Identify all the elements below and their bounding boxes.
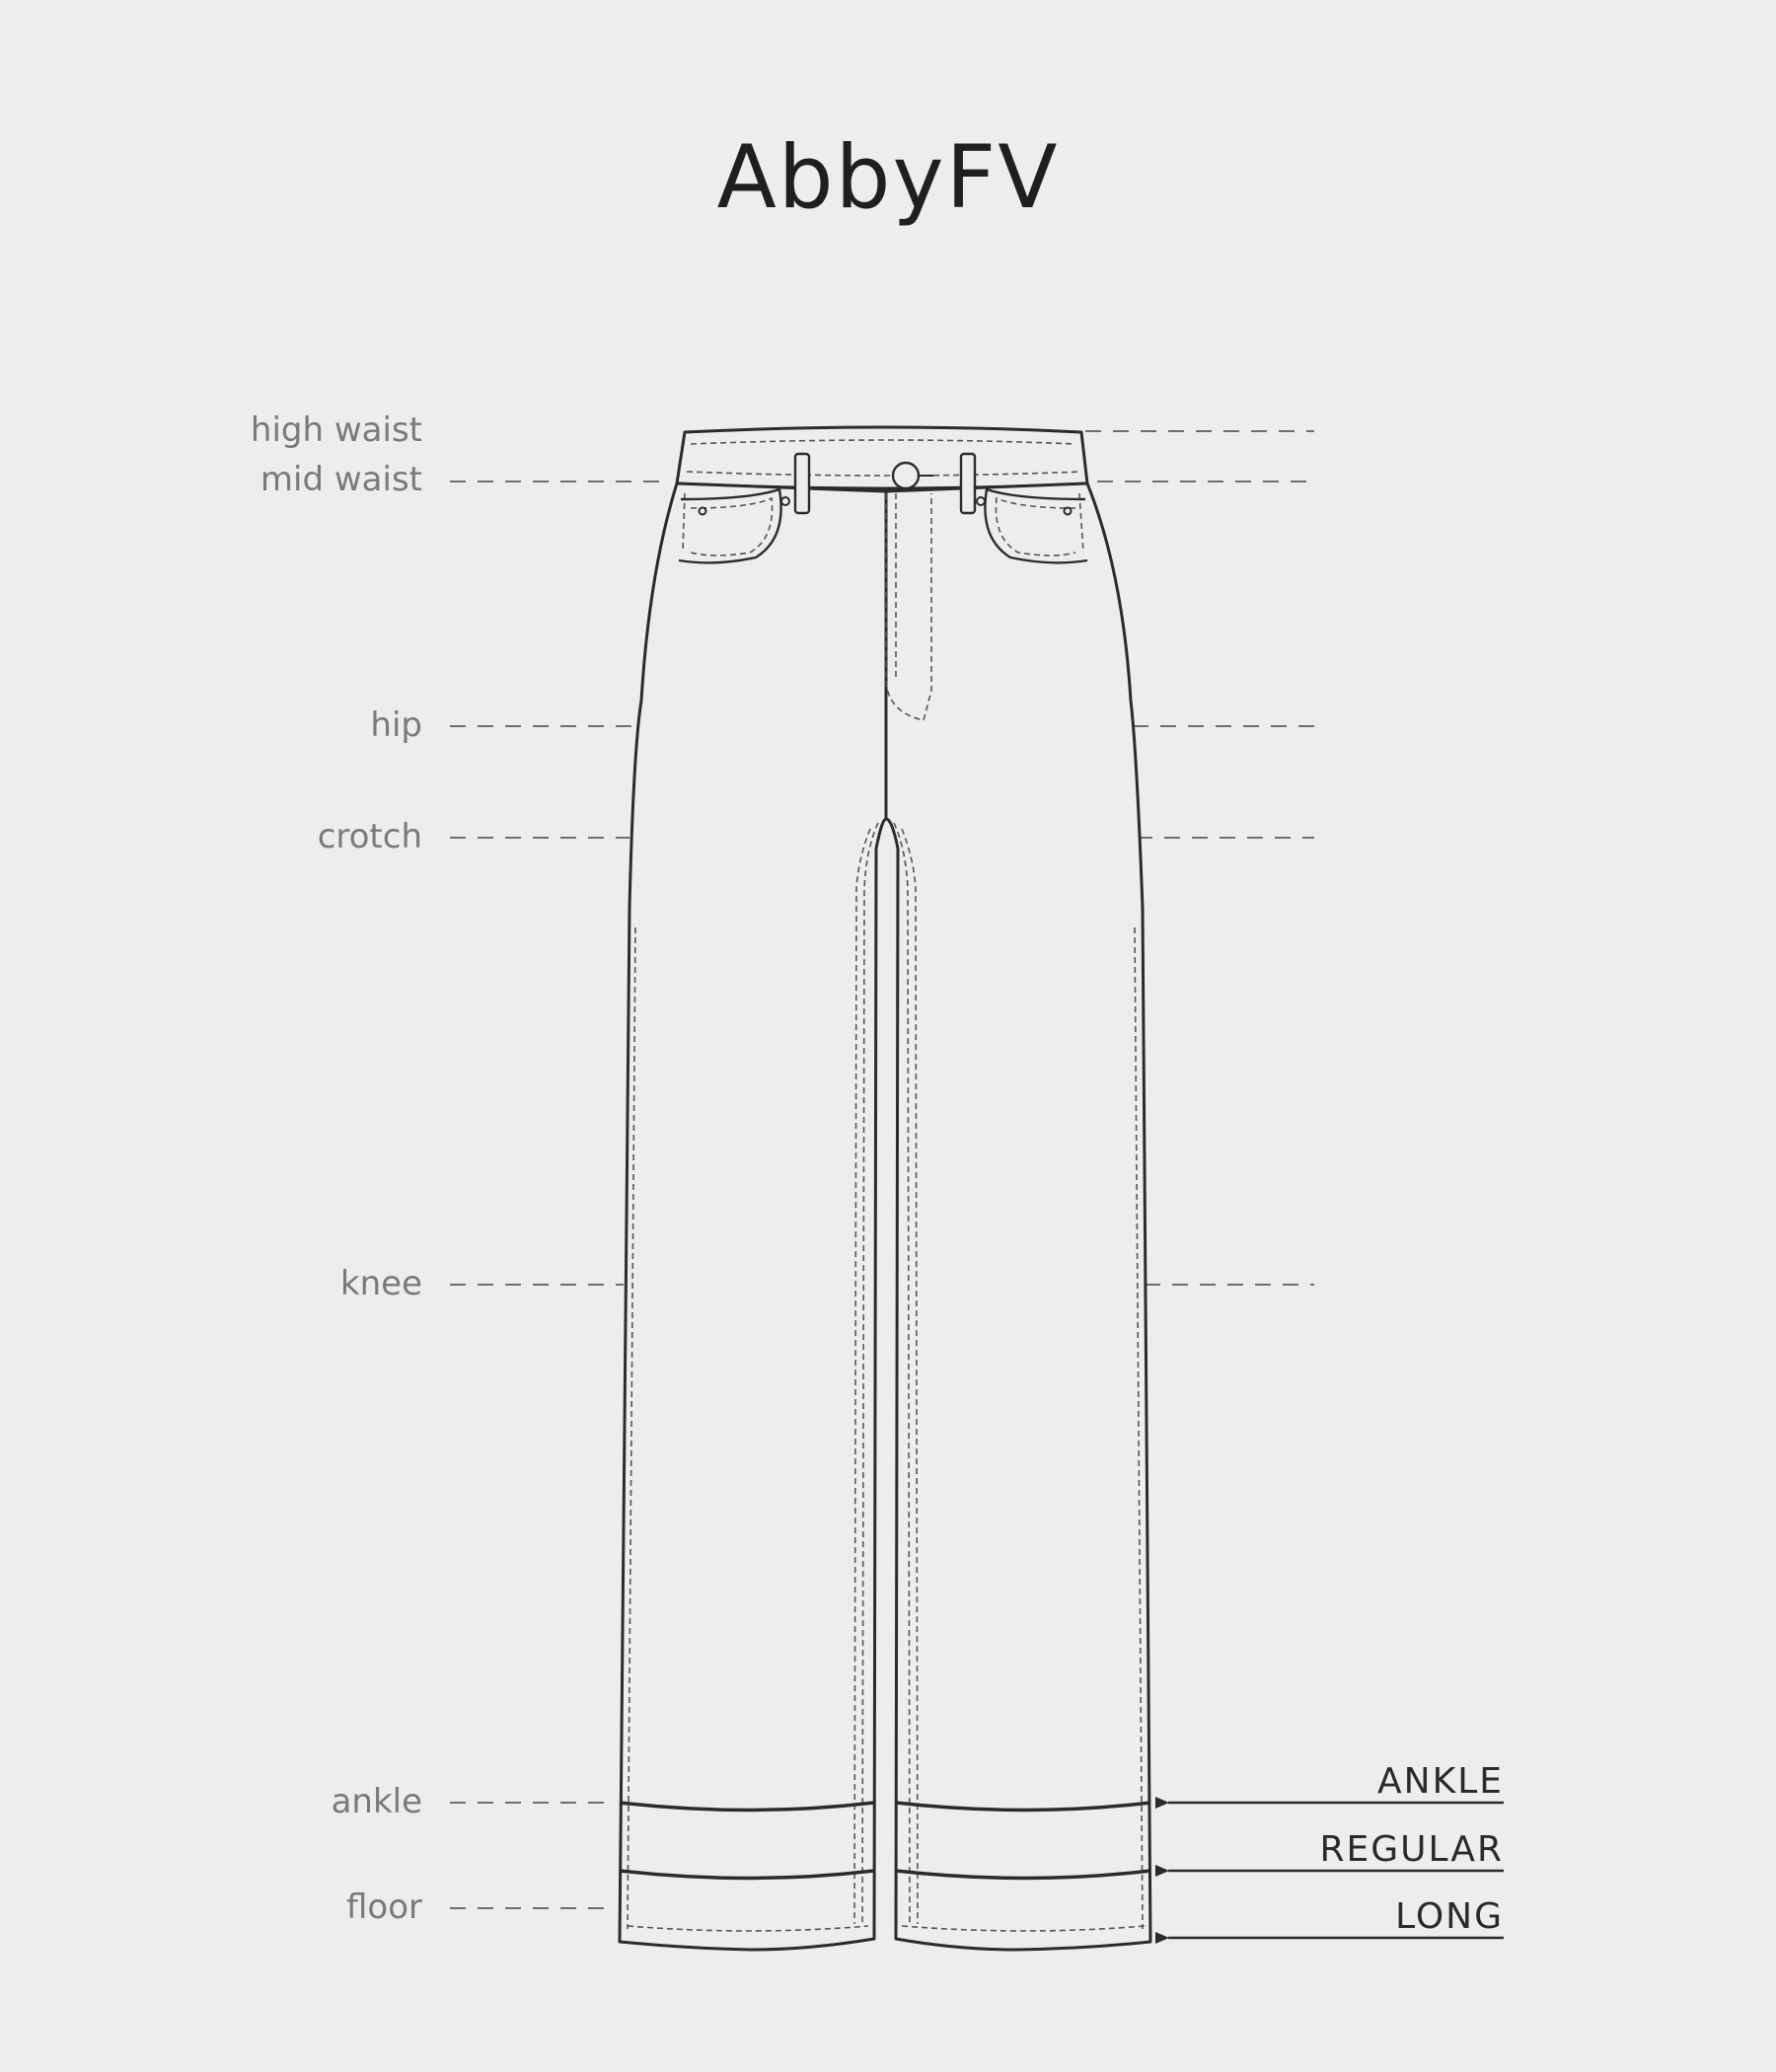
- jeans-outline: [618, 425, 1152, 1952]
- hem-length-lines: [619, 1801, 1151, 1881]
- label-hip: hip: [370, 705, 422, 745]
- label-ankle: ankle: [331, 1782, 422, 1821]
- length-long-label: LONG: [1395, 1896, 1504, 1937]
- belt-loop-right: [959, 452, 977, 515]
- length-arrows: [1155, 1797, 1504, 1944]
- label-knee: knee: [339, 1264, 422, 1303]
- label-floor: floor: [346, 1887, 422, 1927]
- regular-length-line-left: [619, 1869, 875, 1881]
- label-mid-waist: mid waist: [259, 460, 422, 499]
- ankle-length-line-right: [895, 1801, 1151, 1813]
- belt-loops: [793, 452, 977, 515]
- stitching: [627, 439, 1146, 1932]
- label-high-waist: high waist: [250, 410, 422, 450]
- length-ankle-label: ANKLE: [1377, 1761, 1504, 1802]
- right-pocket-opening: [984, 487, 1088, 564]
- waist-button: [891, 461, 933, 490]
- waistband: [675, 425, 1089, 490]
- left-pocket-opening: [678, 487, 782, 564]
- left-leg: [618, 481, 888, 1952]
- regular-length-line-right: [895, 1869, 1151, 1881]
- measurement-guides: [450, 430, 1314, 1909]
- belt-loop-left: [793, 452, 811, 515]
- label-crotch: crotch: [317, 817, 422, 856]
- right-leg: [884, 481, 1152, 1952]
- length-regular-label: REGULAR: [1319, 1829, 1504, 1870]
- rivets: [698, 496, 1073, 516]
- page-title: AbbyFV: [716, 126, 1060, 228]
- ankle-length-line-left: [619, 1801, 875, 1813]
- front-pockets: [678, 487, 1088, 564]
